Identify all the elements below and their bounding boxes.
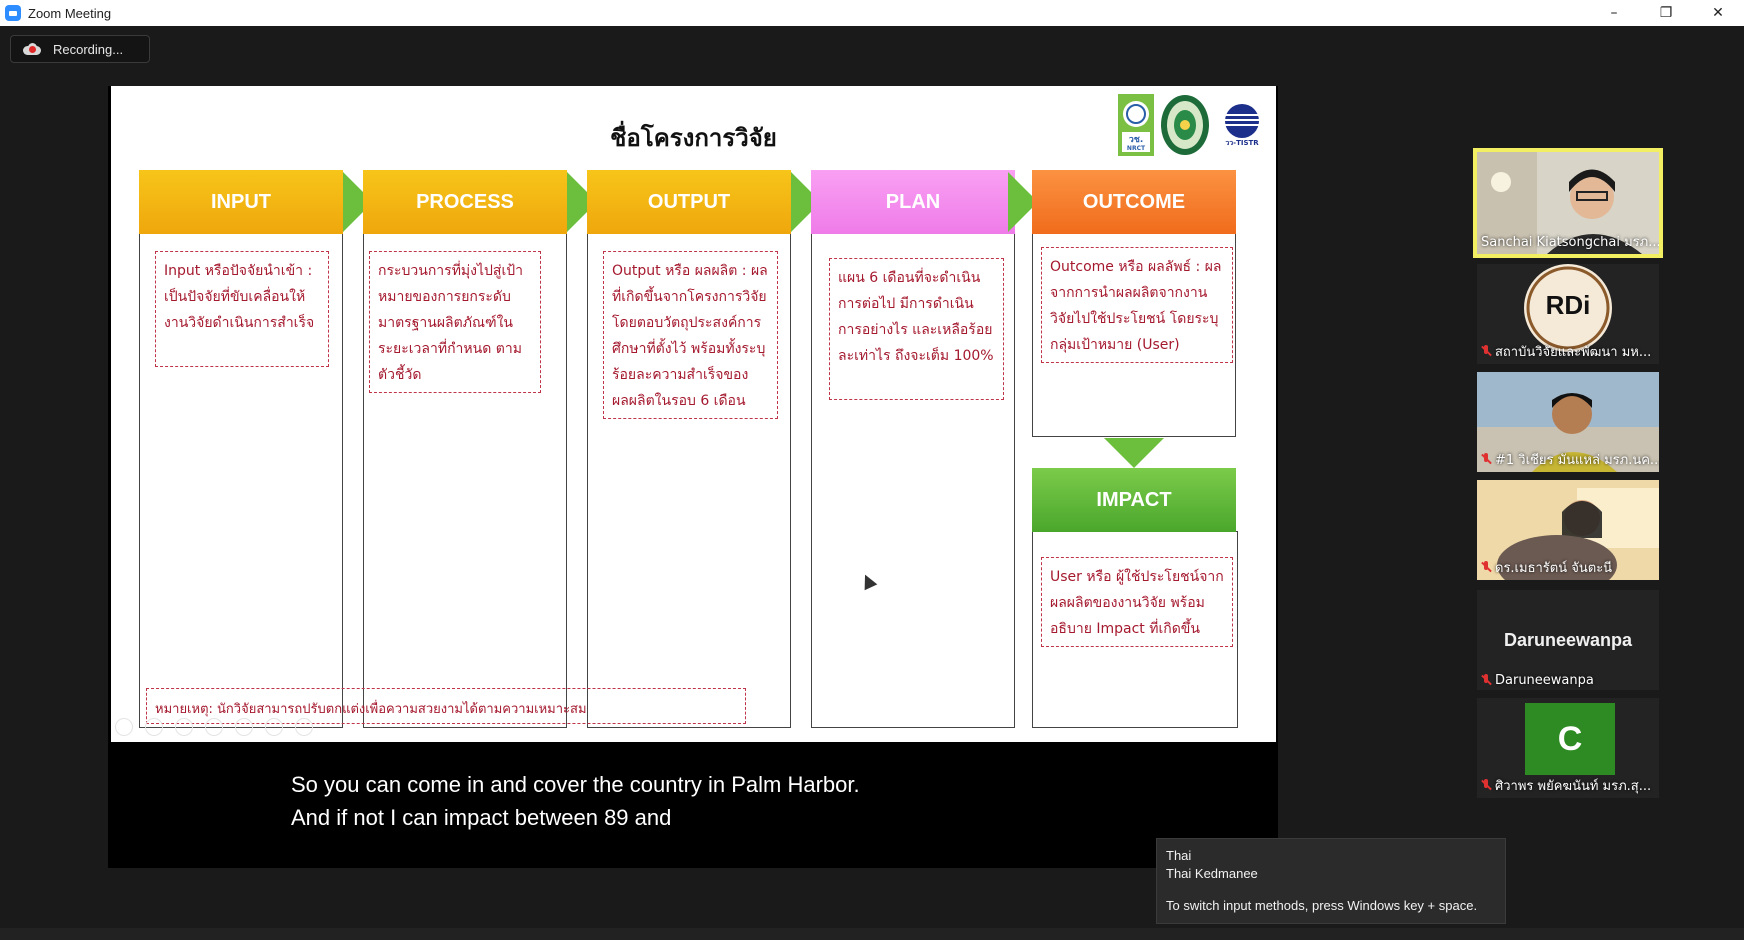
ime-language: Thai (1166, 848, 1192, 863)
participant-name-row: Daruneewanpa (1477, 673, 1659, 688)
zoom-icon[interactable] (205, 718, 223, 736)
participant-video (1477, 152, 1659, 254)
down-arrow-icon (1104, 438, 1164, 468)
participant-name: Daruneewanpa (1495, 673, 1594, 688)
participant-name: ศิวาพร พยัคฆนันท์ มรภ.สุ... (1495, 779, 1652, 794)
participant-tile[interactable]: C ศิวาพร พยัคฆนันท์ มรภ.สุ... (1477, 698, 1659, 798)
output-header: OUTPUT (587, 170, 791, 234)
restore-button[interactable]: ❐ (1659, 5, 1673, 21)
input-method-tooltip: Thai Thai Kedmanee To switch input metho… (1156, 838, 1506, 924)
slide-nav-controls[interactable] (115, 718, 313, 736)
output-note: Output หรือ ผลผลิต : ผลที่เกิดขึ้นจากโคร… (603, 251, 778, 419)
input-header: INPUT (139, 170, 343, 234)
slide-remark: หมายเหตุ: นักวิจัยสามารถปรับตกแต่งเพื่อค… (146, 688, 746, 724)
rdi-logo: RDi (1477, 264, 1659, 364)
outcome-note: Outcome หรือ ผลลัพธ์ : ผลจากการนำผลผลิตจ… (1041, 247, 1233, 363)
participant-video (1477, 480, 1659, 580)
participant-name: ดร.เมธารัตน์ จันตะนี (1495, 561, 1613, 576)
participant-name: Sanchai Kiatsongchai มรภ... (1481, 235, 1659, 250)
participant-name-row: #1 วิเชียร มันแหล่ มรภ.นค... (1477, 449, 1659, 470)
participant-name-row: สถาบันวิจัยและพัฒนา มห... (1477, 341, 1659, 362)
slides-grid-icon[interactable] (235, 718, 253, 736)
svg-text:NRCT: NRCT (1127, 145, 1146, 152)
ime-hint: To switch input methods, press Windows k… (1166, 898, 1478, 913)
more-options-icon[interactable] (295, 718, 313, 736)
close-button[interactable]: ✕ (1712, 5, 1724, 21)
input-note: Input หรือปัจจัยนำเข้า : เป็นปัจจัยที่ขั… (155, 251, 329, 367)
live-captions: So you can come in and cover the country… (108, 742, 1278, 868)
participant-video (1477, 372, 1659, 472)
mic-muted-icon (1481, 779, 1491, 792)
participant-tile[interactable]: Daruneewanpa Daruneewanpa (1477, 590, 1659, 690)
recording-cloud-icon (23, 43, 41, 55)
participant-display-name: Daruneewanpa (1503, 630, 1633, 650)
presentation-slide: ชื่อโครงการวิจัย วช. NRCT (111, 86, 1276, 742)
plan-note: แผน 6 เดือนที่จะดำเนินการต่อไป มีการดำเน… (829, 258, 1004, 400)
participant-name: สถาบันวิจัยและพัฒนา มห... (1495, 345, 1652, 360)
shared-screen[interactable]: ชื่อโครงการวิจัย วช. NRCT (108, 86, 1278, 868)
participant-tile-active-speaker[interactable]: Sanchai Kiatsongchai มรภ... (1473, 148, 1663, 258)
recording-indicator[interactable]: Recording... (10, 35, 150, 63)
next-slide-icon[interactable] (145, 718, 163, 736)
rdi-logo-text: RDi (1546, 290, 1591, 320)
caption-line-2: And if not I can impact between 89 and (291, 805, 672, 830)
window-controls: – ❐ ✕ (1588, 0, 1744, 26)
slide-title: ชื่อโครงการวิจัย (610, 124, 777, 152)
ime-layout: Thai Kedmanee (1166, 866, 1258, 881)
svg-text:วว-TISTR: วว-TISTR (1225, 139, 1259, 147)
participant-name-row: ศิวาพร พยัคฆนันท์ มรภ.สุ... (1477, 775, 1659, 796)
participant-tile[interactable]: ดร.เมธารัตน์ จันตะนี (1477, 480, 1659, 580)
university-seal-logo (1161, 95, 1209, 155)
slide-logos: วช. NRCT วว-TISTR (1118, 94, 1264, 156)
zoom-app-icon (5, 5, 21, 21)
process-note: กระบวนการที่มุ่งไปสู่เป้าหมายของการยกระด… (369, 251, 541, 393)
subtitles-icon[interactable] (265, 718, 283, 736)
mic-muted-icon (1481, 561, 1491, 574)
caption-line-1: So you can come in and cover the country… (291, 772, 860, 797)
process-header: PROCESS (363, 170, 567, 234)
window-title: Zoom Meeting (28, 5, 112, 21)
nrct-logo: วช. NRCT (1118, 94, 1154, 156)
participant-avatar: C (1525, 703, 1615, 775)
participant-name-row: ดร.เมธารัตน์ จันตะนี (1477, 557, 1659, 578)
title-bar: Zoom Meeting – ❐ ✕ (0, 0, 1744, 26)
impact-note: User หรือ ผู้ใช้ประโยชน์จากผลผลิตของงานว… (1041, 557, 1233, 647)
meeting-controls-strip (0, 928, 1744, 940)
participant-tile[interactable]: RDi สถาบันวิจัยและพัฒนา มห... (1477, 264, 1659, 364)
pen-icon[interactable] (175, 718, 193, 736)
outcome-header: OUTCOME (1032, 170, 1236, 234)
mic-muted-icon (1481, 345, 1491, 358)
recording-label: Recording... (53, 41, 124, 57)
plan-header: PLAN (811, 170, 1015, 234)
svg-text:วช.: วช. (1129, 135, 1144, 145)
prev-slide-icon[interactable] (115, 718, 133, 736)
tistr-logo: วว-TISTR (1218, 104, 1262, 147)
mic-muted-icon (1481, 674, 1491, 687)
minimize-button[interactable]: – (1610, 5, 1618, 21)
participant-name: #1 วิเชียร มันแหล่ มรภ.นค... (1495, 453, 1659, 468)
impact-header: IMPACT (1032, 468, 1236, 532)
mic-muted-icon (1481, 453, 1491, 466)
participant-tile[interactable]: #1 วิเชียร มันแหล่ มรภ.นค... (1477, 372, 1659, 472)
